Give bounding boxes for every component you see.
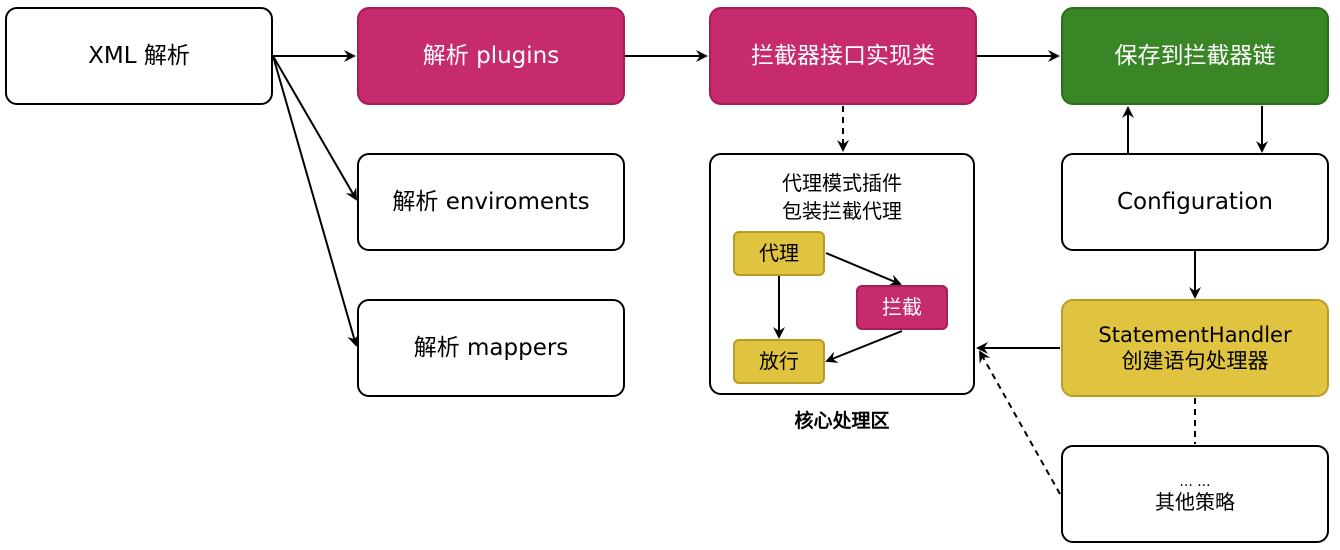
core-group-caption: 核心处理区	[794, 410, 890, 432]
core-group-title-line2: 包装拦截代理	[782, 199, 902, 223]
interceptor-impl-label: 拦截器接口实现类	[751, 42, 935, 69]
parse-environments-node[interactable]: 解析 enviroments	[357, 153, 625, 251]
save-chain-label: 保存到拦截器链	[1114, 42, 1276, 69]
release-node[interactable]: 放行	[733, 339, 825, 384]
xml-parse-node[interactable]: XML 解析	[5, 7, 273, 105]
statement-handler-sublabel: 创建语句处理器	[1121, 349, 1269, 373]
parse-mappers-node[interactable]: 解析 mappers	[357, 299, 625, 397]
configuration-node[interactable]: Configuration	[1061, 153, 1329, 251]
release-label: 放行	[759, 349, 799, 373]
statement-handler-label: StatementHandler	[1098, 322, 1292, 347]
interceptor-impl-node[interactable]: 拦截器接口实现类	[709, 7, 977, 105]
configuration-label: Configuration	[1117, 188, 1273, 215]
parse-mappers-label: 解析 mappers	[413, 334, 569, 361]
core-group-title: 代理模式插件 包装拦截代理	[711, 169, 973, 225]
intercept-node[interactable]: 拦截	[856, 285, 948, 330]
other-strategies-node[interactable]: ... ... 其他策略	[1061, 445, 1329, 543]
intercept-label: 拦截	[882, 295, 922, 319]
save-chain-node[interactable]: 保存到拦截器链	[1061, 7, 1329, 105]
parse-plugins-node[interactable]: 解析 plugins	[357, 7, 625, 105]
other-strategies-label: 其他策略	[1155, 489, 1235, 514]
other-strategies-ellipsis: ... ...	[1179, 473, 1211, 490]
statement-handler-node[interactable]: StatementHandler 创建语句处理器	[1061, 299, 1329, 397]
parse-environments-label: 解析 enviroments	[392, 188, 590, 215]
proxy-node[interactable]: 代理	[733, 231, 825, 276]
edge-xml-environments	[272, 55, 358, 201]
edge-xml-mappers	[272, 55, 360, 347]
edge-other-core	[979, 350, 1061, 495]
xml-parse-label: XML 解析	[88, 42, 190, 69]
proxy-label: 代理	[759, 241, 799, 265]
parse-plugins-label: 解析 plugins	[422, 42, 560, 69]
core-group-title-line1: 代理模式插件	[782, 171, 902, 195]
